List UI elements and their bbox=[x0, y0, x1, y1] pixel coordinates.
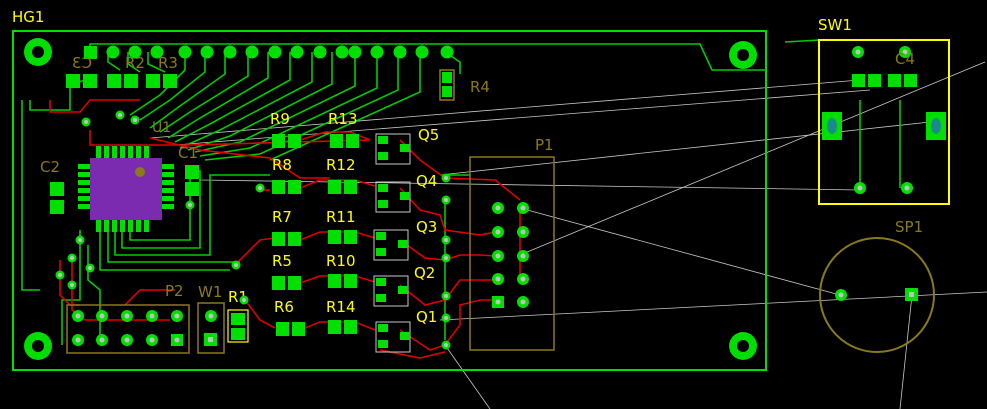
label-sw1: SW1 bbox=[818, 16, 852, 34]
label-r7: R7 bbox=[272, 208, 292, 226]
connector-p1 bbox=[469, 156, 555, 351]
label-r13: R13 bbox=[328, 110, 358, 128]
label-c1: C1 bbox=[178, 144, 198, 162]
label-r11: R11 bbox=[326, 208, 356, 226]
transistor-footprints bbox=[373, 133, 411, 353]
part-r1 bbox=[227, 309, 249, 343]
label-sp1: SP1 bbox=[895, 218, 923, 236]
label-q5: Q5 bbox=[418, 126, 439, 144]
part-c2 bbox=[50, 182, 64, 214]
label-c2: C2 bbox=[40, 158, 60, 176]
board-outline bbox=[12, 30, 767, 371]
header-pins-row bbox=[84, 45, 454, 59]
via-holes bbox=[58, 113, 448, 347]
label-r8: R8 bbox=[272, 156, 292, 174]
label-q2: Q2 bbox=[414, 264, 435, 282]
label-c4: C4 bbox=[895, 50, 915, 68]
label-r3: R3 bbox=[158, 54, 178, 72]
label-c3: C3 bbox=[72, 54, 92, 72]
label-r5: R5 bbox=[272, 252, 292, 270]
part-w1 bbox=[197, 302, 225, 354]
label-q4: Q4 bbox=[416, 172, 437, 190]
label-q3: Q3 bbox=[416, 218, 437, 236]
label-r6: R6 bbox=[274, 298, 294, 316]
switch-sw1 bbox=[818, 39, 950, 205]
label-r10: R10 bbox=[326, 252, 356, 270]
label-q1: Q1 bbox=[416, 308, 437, 326]
label-r4: R4 bbox=[470, 78, 490, 96]
connector-p2 bbox=[66, 304, 190, 354]
label-p1: P1 bbox=[535, 136, 554, 154]
label-p2: P2 bbox=[165, 282, 184, 300]
label-r12: R12 bbox=[326, 156, 356, 174]
top-silk-labels: R9 R13 Q5 R8 R12 Q4 R7 R11 Q3 R5 R10 Q2 … bbox=[228, 110, 439, 326]
speaker-sp1 bbox=[819, 237, 935, 353]
label-r14: R14 bbox=[326, 298, 356, 316]
ic-u1 bbox=[78, 146, 174, 232]
label-r9: R9 bbox=[270, 110, 290, 128]
resistor-pads bbox=[272, 134, 359, 336]
label-w1: W1 bbox=[198, 283, 222, 301]
mounting-holes bbox=[24, 38, 757, 360]
label-r2: R2 bbox=[125, 54, 145, 72]
part-r4 bbox=[439, 69, 455, 101]
smd-row-c3-r2-r3 bbox=[66, 74, 177, 88]
part-c1 bbox=[185, 165, 199, 196]
label-u1: U1 bbox=[152, 120, 171, 136]
board-label: HG1 bbox=[12, 8, 44, 26]
